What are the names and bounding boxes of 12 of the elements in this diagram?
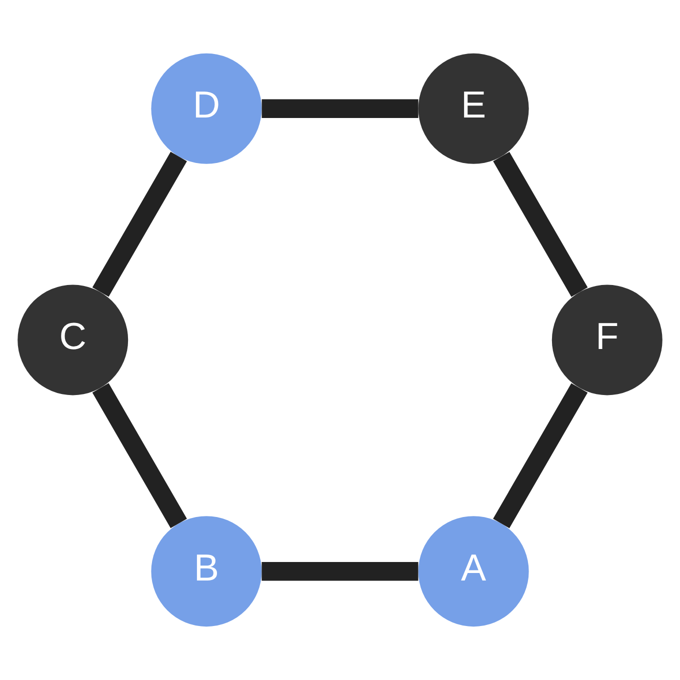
connector xyxy=(92,152,187,297)
connector xyxy=(493,152,588,297)
node-circle: E xyxy=(418,53,529,164)
node-circle: A xyxy=(418,516,529,627)
node-circle: C xyxy=(18,284,128,396)
connector xyxy=(92,383,187,528)
node-circle: B xyxy=(151,516,262,627)
connector xyxy=(262,562,418,581)
node-circle: F xyxy=(552,284,662,396)
connector xyxy=(493,383,588,528)
connector xyxy=(262,99,418,118)
node-circle: D xyxy=(151,53,262,164)
